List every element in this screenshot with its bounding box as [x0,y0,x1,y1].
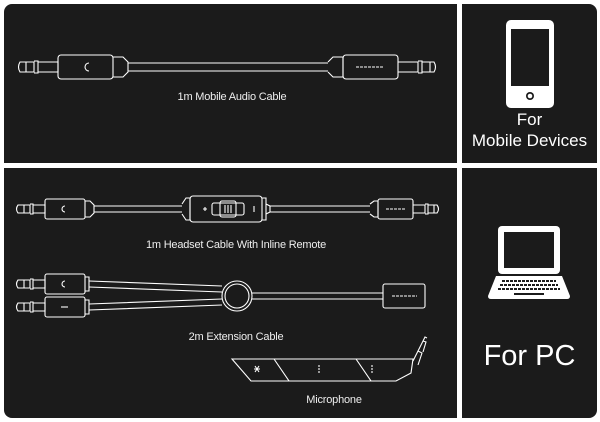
headset-cable-with-remote [15,195,440,223]
headset-cable-caption: 1m Headset Cable With Inline Remote [145,239,327,251]
pc-cables-illustration [15,195,440,382]
smartphone-icon [506,20,554,108]
mobile-audio-cable-illustration [17,54,437,80]
for-label: For [516,110,543,129]
extension-cable-caption: 2m Extension Cable [188,331,284,343]
mobile-cable-panel: 1m Mobile Audio Cable [4,4,457,163]
microphone-caption: Microphone [306,394,362,406]
pc-panel: For PC [462,168,597,418]
extension-cable [15,273,426,318]
mobile-devices-panel: For Mobile Devices [462,4,597,163]
pc-cables-panel: 1m Headset Cable With Inline Remote 2m E… [4,168,457,418]
mobile-audio-cable-caption: 1m Mobile Audio Cable [177,91,287,103]
laptop-icon [488,226,570,299]
microphone [230,336,428,382]
mobile-devices-label: Mobile Devices [471,131,588,150]
for-pc-label: For PC [483,340,576,372]
